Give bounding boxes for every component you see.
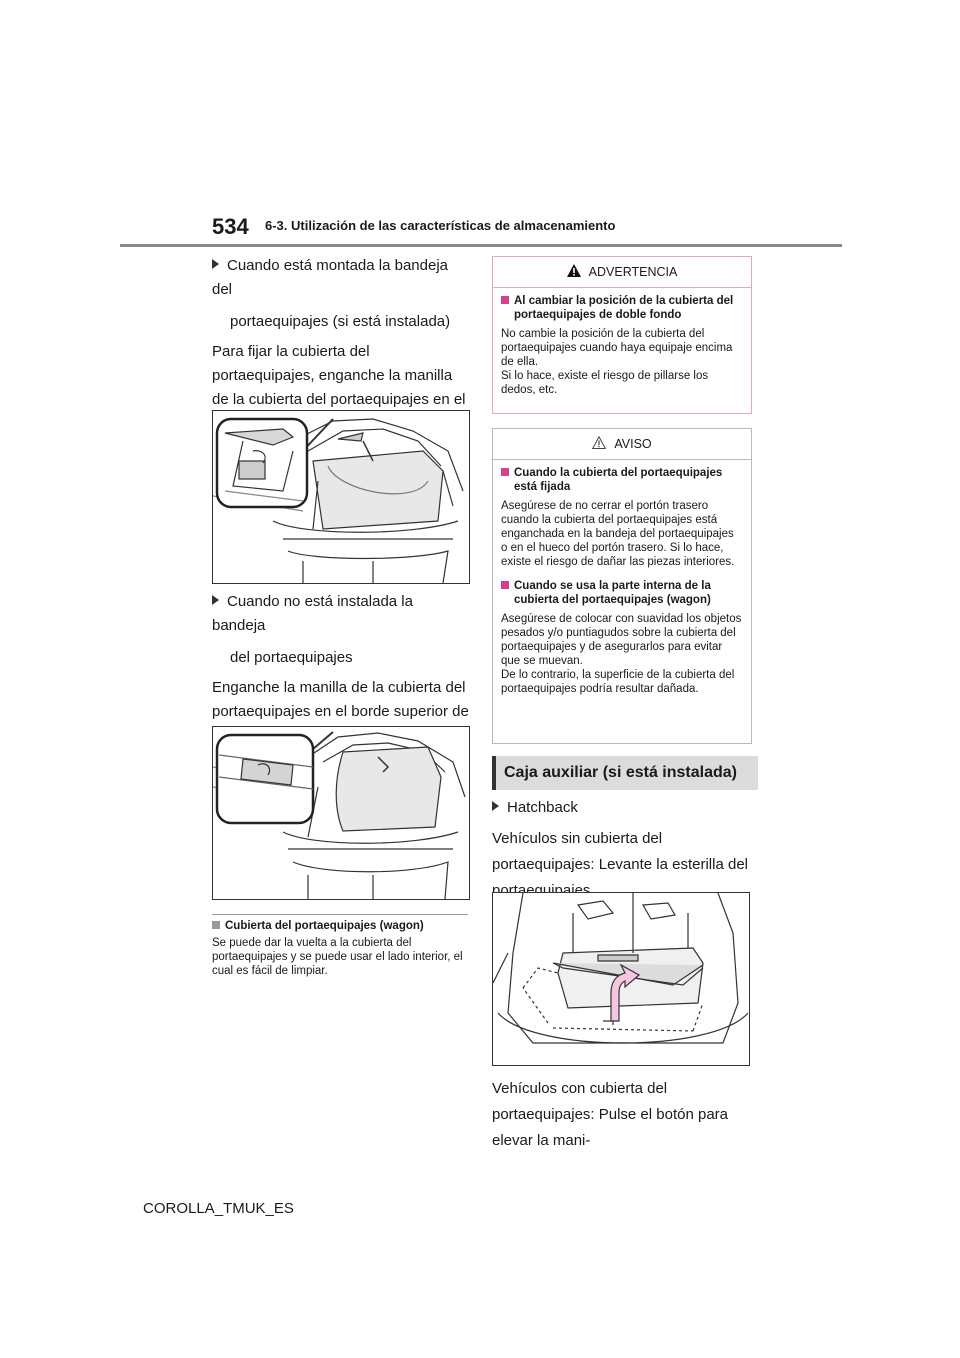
- triangle-bullet-icon: [212, 259, 219, 269]
- sub-section: Cubierta del portaequipajes (wagon) Se p…: [212, 920, 470, 978]
- auxiliary-box-illustration: [492, 892, 750, 1066]
- notice-box: AVISO Cuando la cubierta del portaequipa…: [492, 428, 752, 744]
- bullet-item-continued: portaequipajes (si está instalada): [230, 313, 451, 330]
- notice-body: Cuando la cubierta del portaequipajes es…: [493, 460, 751, 704]
- sub-divider: [212, 914, 468, 915]
- warning-triangle-icon: [566, 264, 581, 277]
- square-bullet-icon: [501, 581, 509, 589]
- trunk-cover-hook-illustration: [213, 417, 464, 583]
- warning-title: ADVERTENCIA: [588, 265, 678, 279]
- section-title: 6-3. Utilización de las características …: [265, 218, 616, 233]
- right-text: Hatchback Vehículos sin cubierta del por…: [492, 796, 750, 904]
- warning-item-text: No cambie la posición de la cubierta del…: [501, 328, 733, 396]
- notice-header: AVISO: [493, 429, 751, 460]
- bullet-item: Cuando no está instalada la bandeja: [212, 593, 413, 634]
- warning-item-heading: Al cambiar la posición de la cubierta de…: [501, 294, 743, 322]
- paragraph: Vehículos con cubierta del portaequipaje…: [492, 1080, 729, 1149]
- luggage-mat-lift-illustration: [493, 893, 749, 1044]
- document-code: COROLLA_TMUK_ES: [143, 1200, 294, 1217]
- section-heading: Caja auxiliar (si está instalada): [492, 756, 758, 790]
- square-bullet-icon: [501, 296, 509, 304]
- sub-heading: Cubierta del portaequipajes (wagon): [212, 920, 470, 932]
- warning-header: ADVERTENCIA: [493, 257, 751, 288]
- bullet-item: Hatchback: [492, 796, 750, 820]
- caution-outline-icon: [592, 435, 607, 449]
- trunk-illustration-without-tray: [212, 726, 470, 900]
- square-bullet-icon: [212, 921, 220, 929]
- triangle-bullet-icon: [212, 595, 219, 605]
- notice-item-text: Asegúrese de colocar con suavidad los ob…: [501, 613, 742, 695]
- warning-body: Al cambiar la posición de la cubierta de…: [493, 288, 751, 405]
- notice-item-text: Asegúrese de no cerrar el portón trasero…: [501, 500, 735, 568]
- trunk-illustration-with-tray: [212, 410, 470, 584]
- square-bullet-icon: [501, 468, 509, 476]
- notice-item-heading: Cuando la cubierta del portaequipajes es…: [501, 466, 743, 494]
- lift-arrow-icon: [610, 963, 641, 1022]
- trunk-cover-hook-illustration: [213, 731, 466, 899]
- warning-box: ADVERTENCIA Al cambiar la posición de la…: [492, 256, 752, 414]
- bullet-item: Cuando está montada la bandeja del: [212, 257, 449, 298]
- notice-item-heading: Cuando se usa la parte interna de la cub…: [501, 579, 743, 607]
- notice-title: AVISO: [614, 437, 652, 451]
- sub-text: Se puede dar la vuelta a la cubierta del…: [212, 937, 463, 977]
- header-divider: [120, 244, 842, 247]
- triangle-bullet-icon: [492, 801, 499, 811]
- page-number: 534: [212, 214, 249, 239]
- bullet-item-continued: del portaequipajes: [230, 649, 353, 666]
